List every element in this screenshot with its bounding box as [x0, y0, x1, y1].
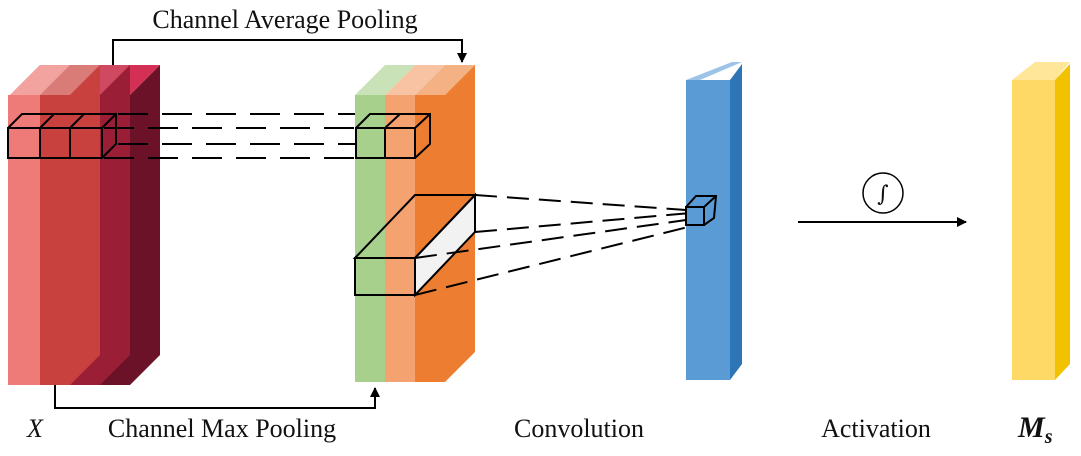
output-map-top: [1012, 62, 1070, 80]
input-tensor: [7, 65, 160, 385]
input-slice-1-top: [10, 65, 70, 95]
convolution-label: Convolution: [514, 414, 644, 443]
input-slice-2-side: [70, 65, 100, 385]
pooled-slice-2-front: [385, 95, 415, 382]
pooled-slice-1-front: [355, 95, 385, 382]
pooled-slice-1-top: [355, 65, 415, 95]
conv-dashed-lines: [414, 194, 703, 296]
conv-map-top: [686, 62, 742, 80]
pooling-dashed-lines: [104, 113, 374, 159]
activation-op-circle: [862, 172, 904, 214]
conv-output-cube: [685, 195, 718, 226]
integral-icon: ∫: [877, 182, 889, 207]
input-kernel-cubes: [7, 113, 117, 159]
pooled-slice-2: [385, 65, 445, 382]
avg-pooling-label: Channel Average Pooling: [152, 5, 417, 34]
max-pooling-label: Channel Max Pooling: [108, 414, 336, 443]
pooled-kernel-cubes: [355, 113, 431, 159]
input-slice-1-front: [8, 95, 40, 385]
conv-map-side: [730, 64, 742, 380]
pooling-arrows: [54, 39, 467, 409]
pooled-slice-2-top: [385, 65, 445, 95]
pooled-slice-1: [355, 65, 415, 382]
output-map-front: [1012, 80, 1055, 380]
avg-pooling-arrow: [112, 39, 467, 65]
conv-map-front: [686, 80, 730, 380]
pooled-slice-3-top: [415, 65, 475, 95]
input-slice-1: [8, 65, 70, 385]
input-symbol-label: X: [26, 414, 44, 443]
activation-label: Activation: [821, 414, 931, 443]
pooled-maps: [352, 65, 478, 382]
output-map: [1012, 62, 1070, 380]
conv-map: [685, 62, 742, 380]
output-symbol-label: Ms: [1017, 411, 1053, 448]
output-map-side: [1055, 64, 1070, 380]
max-pooling-arrow: [54, 385, 380, 409]
input-slice-2-front: [40, 95, 70, 385]
